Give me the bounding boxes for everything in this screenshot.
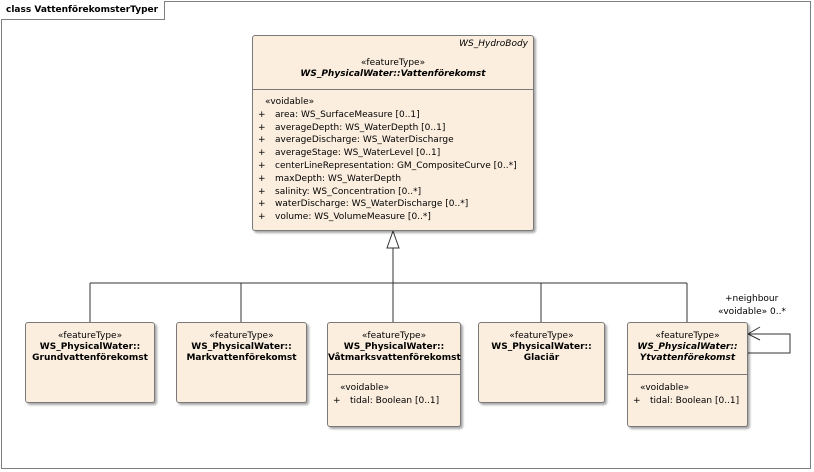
attribute-text: area: WS_SurfaceMeasure [0..1]: [275, 109, 420, 120]
self-association-line: [748, 333, 791, 354]
self-association-arrowhead: [746, 326, 761, 341]
class-stereotype: «featureType»: [209, 331, 274, 341]
class-glaciar[interactable]: «featureType» WS_PhysicalWater:: Glaciär: [478, 322, 605, 403]
class-name: Grundvattenförekomst: [32, 353, 148, 363]
class-package: WS_PhysicalWater::: [191, 342, 292, 352]
attribute-text: maxDepth: WS_WaterDepth: [275, 173, 402, 184]
class-grundvattenforekomst[interactable]: «featureType» WS_PhysicalWater:: Grundva…: [25, 322, 155, 403]
attribute-text: volume: WS_VolumeMeasure [0..*]: [275, 212, 431, 223]
class-package: WS_PhysicalWater::: [39, 342, 141, 352]
class-stereotype: «featureType»: [361, 331, 427, 341]
attribute-text: salinity: WS_Concentration [0..*]: [275, 186, 422, 197]
attribute-group-label: «voidable»: [640, 383, 690, 393]
class-vattenforekomst[interactable]: WS_HydroBody «featureType» WS_PhysicalWa…: [252, 35, 534, 231]
class-tag: WS_HydroBody: [459, 39, 528, 49]
attribute-text: averageDischarge: WS_WaterDischarge: [275, 135, 454, 146]
attribute-text: centerLineRepresentation: GM_CompositeCu…: [275, 160, 517, 171]
attribute-row: +averageStage: WS_WaterLevel [0..1]: [258, 148, 441, 159]
class-package: WS_PhysicalWater::: [491, 342, 592, 352]
attribute-row: +averageDischarge: WS_WaterDischarge: [258, 135, 454, 146]
class-stereotype: «featureType»: [655, 331, 720, 341]
attribute-tidal: tidal: Boolean [0..1]: [350, 395, 440, 406]
association-multiplicity-label: «voidable» 0..*: [718, 307, 786, 317]
attribute-row: +salinity: WS_Concentration [0..*]: [258, 186, 422, 197]
attribute-compartment: «voidable» +tidal: Boolean [0..1]: [628, 375, 747, 408]
attribute-row: +waterDischarge: WS_WaterDischarge [0..*…: [258, 199, 469, 210]
generalization-arrowhead: [386, 229, 400, 249]
class-name: Våtmarksvattenförekomst: [328, 353, 461, 363]
attribute-text: averageStage: WS_WaterLevel [0..1]: [275, 148, 441, 159]
attribute-compartment: «voidable» +area: WS_SurfaceMeasure [0..…: [253, 90, 533, 224]
attribute-text: averageDepth: WS_WaterDepth [0..1]: [275, 122, 446, 133]
class-stereotype: «featureType»: [509, 331, 574, 341]
class-stereotype: «featureType»: [360, 58, 426, 68]
class-name: Ytvattenförekomst: [639, 353, 736, 363]
association-role-label: +neighbour: [725, 294, 779, 304]
attribute-compartment: «voidable» +tidal: Boolean [0..1]: [328, 375, 460, 408]
attribute-text: waterDischarge: WS_WaterDischarge [0..*]: [275, 199, 469, 210]
class-vatmarksvattenforekomst[interactable]: «featureType» WS_PhysicalWater:: Våtmark…: [327, 322, 461, 427]
class-ytvattenforekomst[interactable]: «featureType» WS_PhysicalWater:: Ytvatte…: [627, 322, 748, 427]
class-package: WS_PhysicalWater::: [343, 342, 445, 352]
attribute-row: +maxDepth: WS_WaterDepth: [258, 173, 402, 184]
attribute-group-label: «voidable»: [340, 383, 390, 393]
class-name: Glaciär: [523, 353, 560, 363]
class-name: WS_PhysicalWater::Vattenförekomst: [300, 69, 486, 79]
attribute-row: +volume: WS_VolumeMeasure [0..*]: [258, 212, 431, 223]
class-name: Markvattenförekomst: [186, 353, 297, 363]
attribute-tidal: tidal: Boolean [0..1]: [650, 395, 740, 406]
attribute-row: +centerLineRepresentation: GM_CompositeC…: [258, 160, 517, 171]
class-stereotype: «featureType»: [57, 331, 123, 341]
attribute-group-label: «voidable»: [265, 97, 315, 107]
attribute-row: +averageDepth: WS_WaterDepth [0..1]: [258, 122, 446, 133]
class-package: WS_PhysicalWater::: [637, 342, 738, 352]
class-markvattenforekomst[interactable]: «featureType» WS_PhysicalWater:: Markvat…: [176, 322, 307, 403]
attribute-row: +area: WS_SurfaceMeasure [0..1]: [258, 109, 420, 120]
diagram-title: class VattenförekomsterTyper: [1, 1, 166, 20]
